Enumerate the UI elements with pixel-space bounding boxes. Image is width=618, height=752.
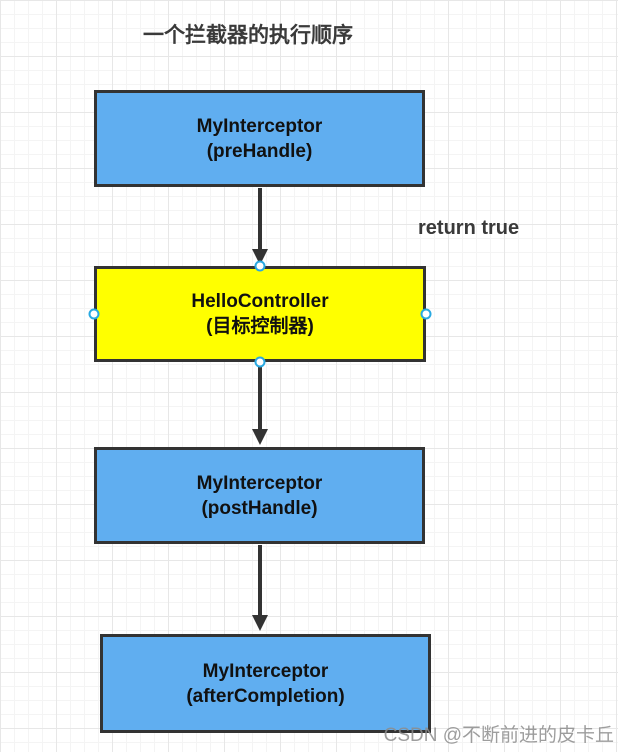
- node-label-line1: MyInterceptor: [196, 472, 323, 494]
- node-label-line2: (目标控制器): [206, 316, 314, 337]
- node-myinterceptor-aftercompletion[interactable]: MyInterceptor (afterCompletion): [100, 634, 431, 733]
- connection-handle-top[interactable]: [254, 260, 266, 272]
- connection-handle-right[interactable]: [420, 308, 432, 320]
- arrow-line: [258, 364, 262, 430]
- watermark: CSDN @不断前进的皮卡丘: [383, 725, 614, 746]
- connection-handle-bottom[interactable]: [254, 356, 266, 368]
- node-label-line2: (postHandle): [201, 497, 318, 519]
- node-hellocontroller[interactable]: HelloController (目标控制器): [94, 266, 426, 362]
- arrow-line: [258, 188, 262, 250]
- arrow-head: [252, 615, 268, 631]
- diagram-title[interactable]: 一个拦截器的执行顺序: [143, 24, 353, 47]
- arrow-head: [252, 429, 268, 445]
- connection-handle-left[interactable]: [88, 308, 100, 320]
- node-myinterceptor-prehandle[interactable]: MyInterceptor (preHandle): [94, 90, 425, 187]
- node-myinterceptor-posthandle[interactable]: MyInterceptor (postHandle): [94, 447, 425, 544]
- node-label-line1: MyInterceptor: [202, 660, 329, 682]
- node-label-line1: MyInterceptor: [196, 115, 323, 137]
- edge-label-return-true[interactable]: return true: [418, 217, 520, 239]
- node-label-line2: (afterCompletion): [186, 685, 345, 707]
- node-label-line2: (preHandle): [206, 140, 313, 162]
- node-label-line1: HelloController: [191, 291, 329, 312]
- arrow-line: [258, 545, 262, 616]
